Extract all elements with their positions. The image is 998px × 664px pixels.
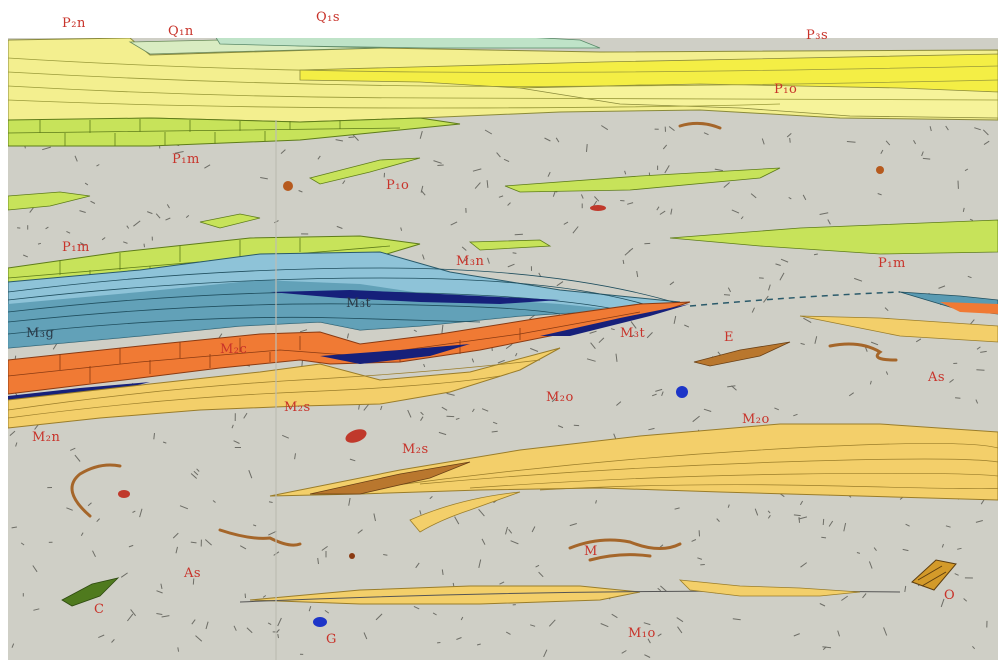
label-m3t: M₃t [346, 296, 371, 311]
label-m: M [584, 544, 598, 559]
label-p1o-left: P₁o [386, 178, 409, 193]
matrix-speck [724, 295, 730, 296]
label-m1o: M₁o [628, 626, 656, 641]
matrix-speck [976, 370, 984, 371]
label-m3g: M₃g [26, 326, 54, 341]
red-nodule [590, 205, 606, 211]
matrix-speck [278, 634, 279, 638]
matrix-speck [923, 158, 930, 159]
label-p1m-right: P₁m [878, 256, 906, 271]
label-m2o-center: M₂o [546, 390, 574, 405]
label-p1m-left: P₁m [62, 240, 90, 255]
brown-nodule [876, 166, 884, 174]
label-p2n: P₂n [62, 16, 86, 31]
label-m3t-right: M₃t [620, 326, 645, 341]
matrix-speck [799, 517, 800, 523]
red-nodule [118, 490, 130, 498]
label-q1s: Q₁s [316, 10, 340, 25]
matrix-speck [955, 398, 960, 399]
label-m3n: M₃n [456, 254, 484, 269]
brown-nodule [283, 181, 293, 191]
label-e: E [724, 330, 734, 345]
label-p3s: P₃s [806, 28, 828, 43]
label-m2c: M₂c [220, 342, 247, 357]
matrix-speck [515, 234, 523, 235]
matrix-speck [154, 433, 155, 439]
label-g: G [326, 632, 337, 647]
label-as-right: As [928, 370, 945, 385]
label-q1n: Q₁n [168, 24, 194, 39]
label-m2o-right: M₂o [742, 412, 770, 427]
label-o: O [944, 588, 955, 603]
matrix-speck [492, 431, 498, 432]
matrix-speck [794, 515, 801, 516]
matrix-speck [823, 519, 824, 525]
matrix-speck [144, 244, 145, 248]
matrix-speck [349, 137, 355, 138]
matrix-speck [623, 260, 624, 264]
matrix-speck [587, 144, 588, 152]
matrix-speck [513, 253, 517, 254]
label-p1m-upper: P₁m [172, 152, 200, 167]
matrix-speck [790, 138, 791, 143]
label-as-left: As [184, 566, 201, 581]
blue-nodule [676, 386, 688, 398]
label-m2s-upper: M₂s [284, 400, 311, 415]
label-m2n: M₂n [32, 430, 60, 445]
matrix-speck [269, 502, 273, 503]
label-p1o-upper: P₁o [774, 82, 797, 97]
matrix-speck [821, 537, 826, 538]
q1s-bed [215, 32, 600, 48]
matrix-speck [453, 583, 454, 586]
blue-nodule [313, 617, 327, 627]
brown-nodule [349, 553, 355, 559]
label-c: C [94, 602, 104, 617]
matrix-speck [814, 254, 818, 255]
label-m2s-lower: M₂s [402, 442, 429, 457]
matrix-speck [437, 165, 443, 166]
